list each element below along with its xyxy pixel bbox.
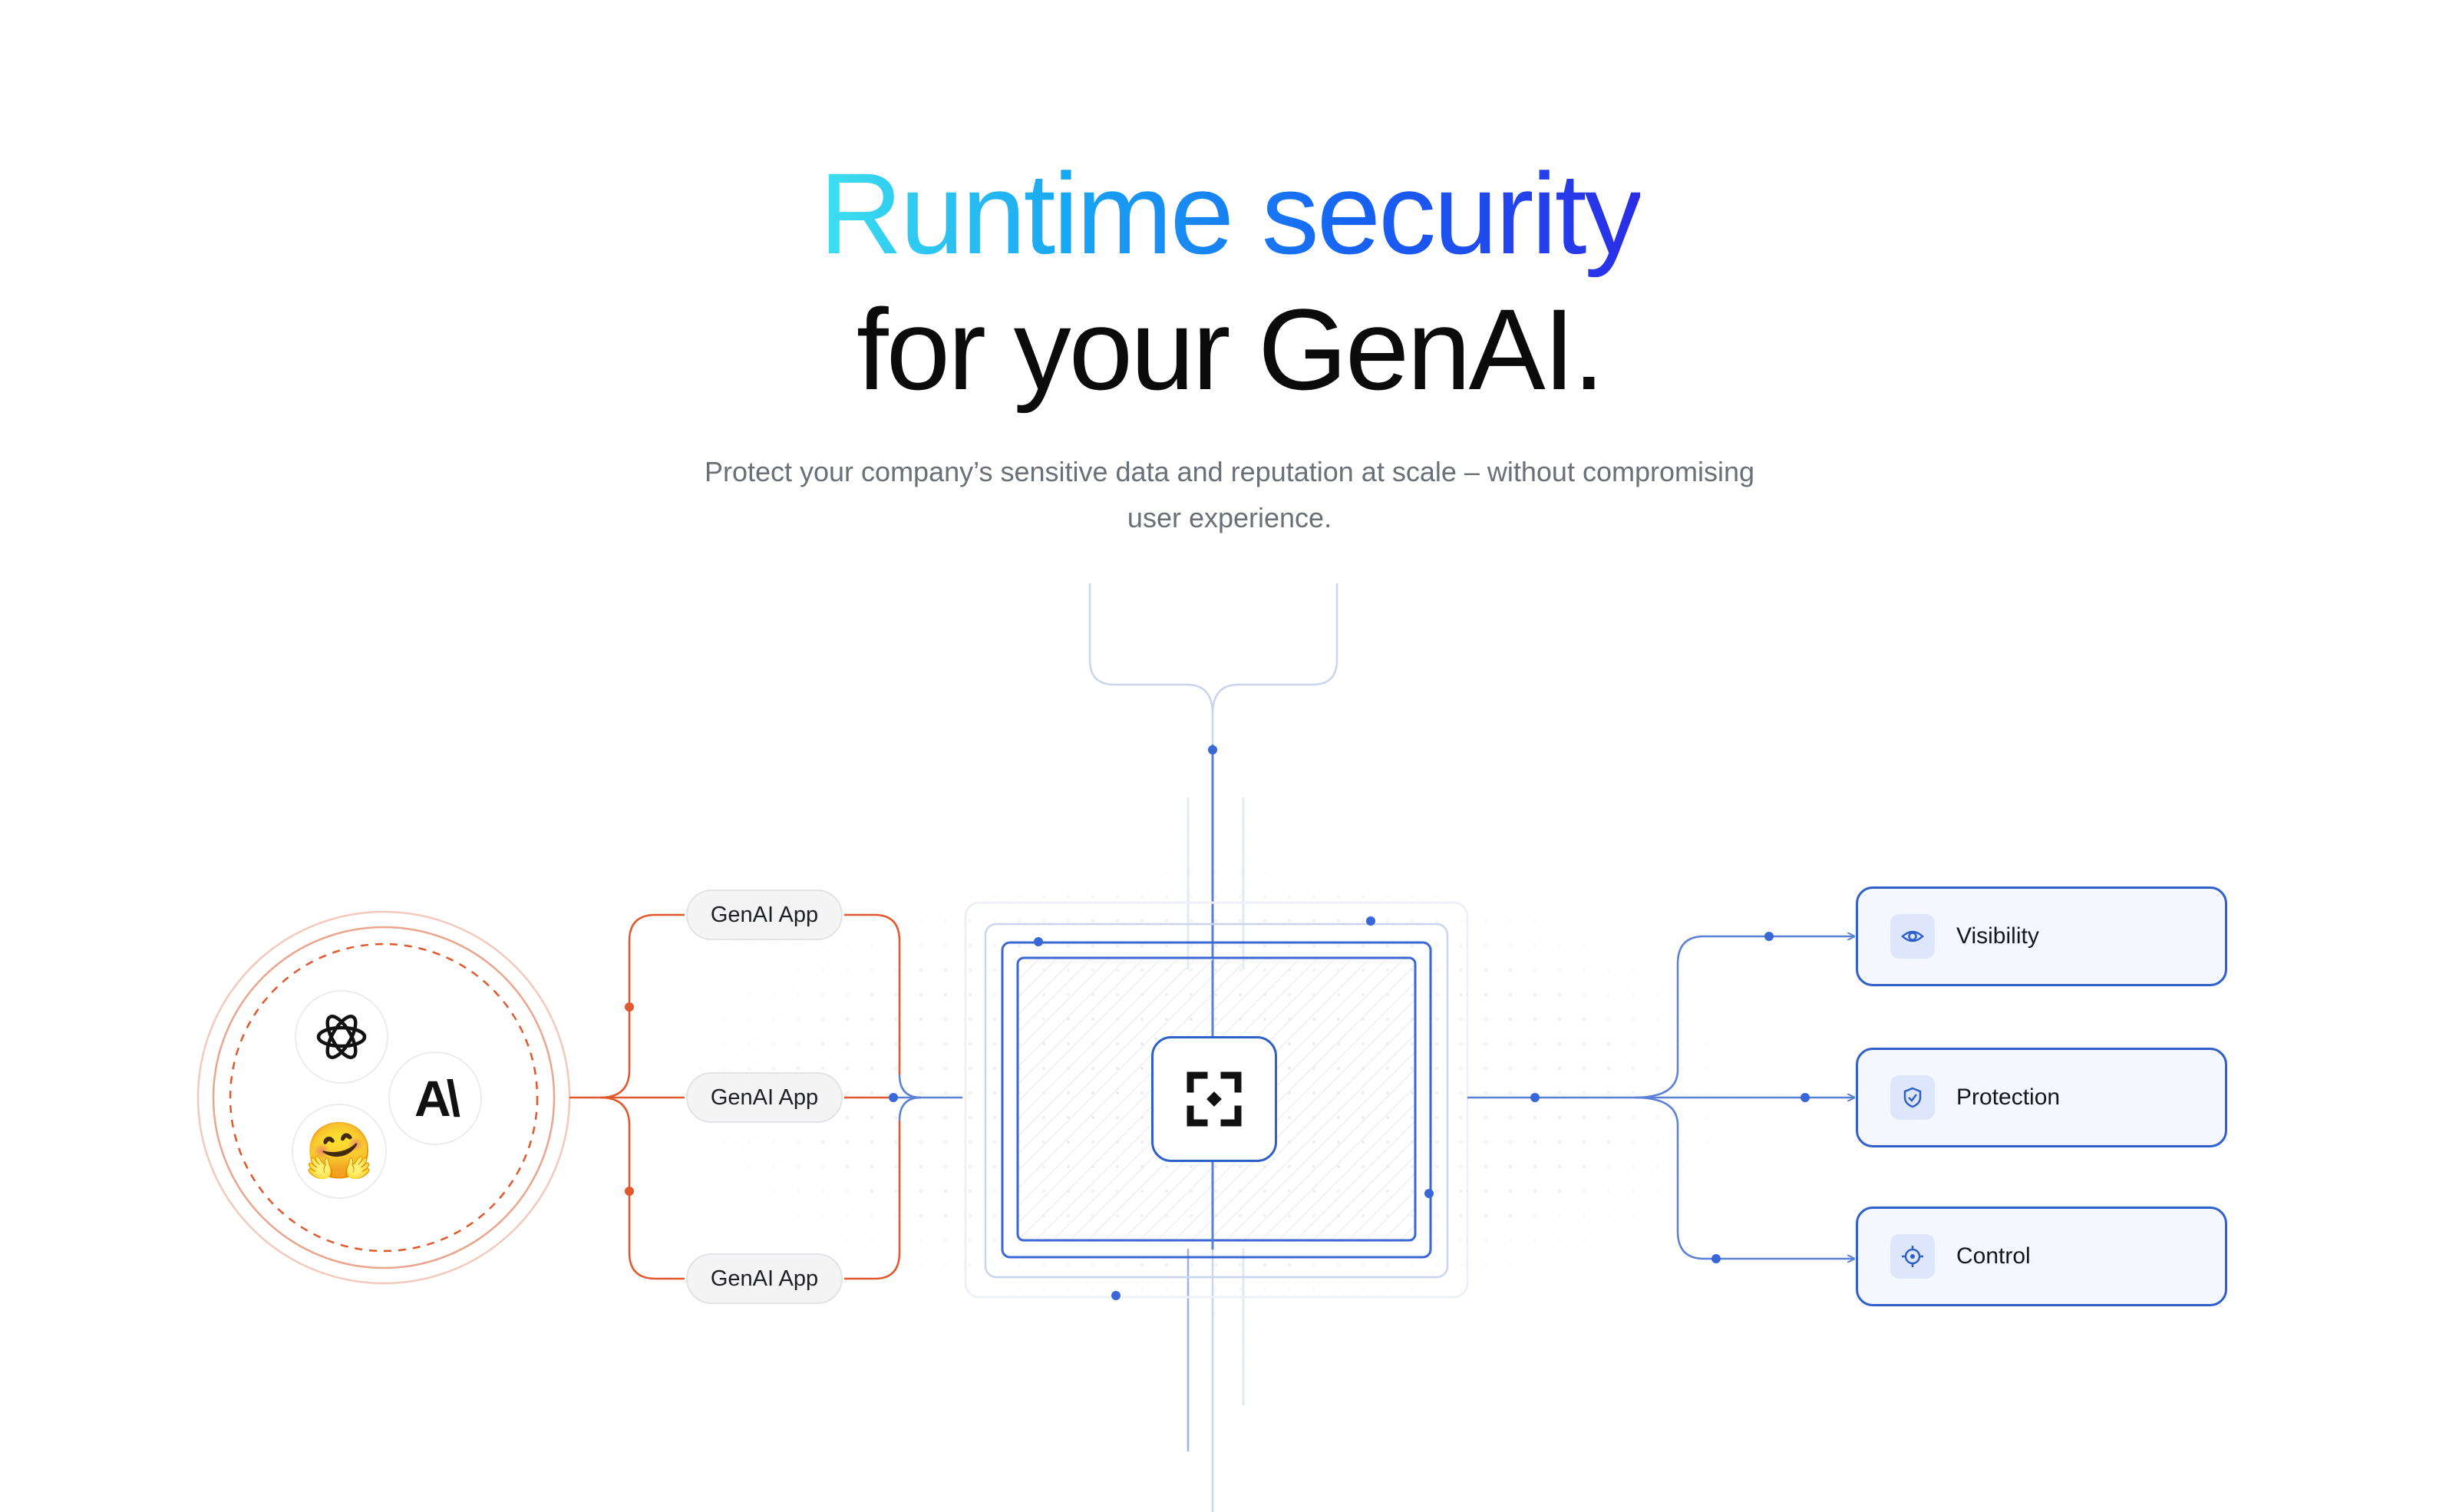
scan-icon [1187,1071,1242,1127]
huggingface-icon: 🤗 [305,1121,374,1182]
openai-logo [295,990,388,1084]
provider-ring [196,910,571,1285]
top-funnel-lines [1088,583,1338,744]
genai-app-node[interactable]: GenAI App [686,890,843,940]
openai-icon [316,1015,367,1059]
flow-dot [1711,1254,1721,1263]
shield-icon [1890,1075,1935,1120]
genai-app-node[interactable]: GenAI App [686,1072,843,1123]
genai-app-label: GenAI App [710,1084,819,1110]
core-vertical-rails [1187,797,1245,1512]
genai-app-label: GenAI App [710,1266,819,1291]
hero-title-line-2: for your GenAI. [856,285,1605,414]
flow-dot [889,1093,898,1102]
anthropic-icon: A\ [414,1070,460,1127]
outcome-card-control[interactable]: Control [1856,1207,2227,1306]
security-core-node [1151,1036,1277,1162]
hero-title-line-1: Runtime security [0,137,2459,290]
app-to-core-lines [890,1074,962,1121]
flow-dot [1424,1189,1434,1198]
flow-dot [1764,932,1774,941]
flow-dot [625,1002,634,1012]
flow-dot [1801,1093,1810,1102]
outcome-card-visibility[interactable]: Visibility [1856,886,2227,986]
outcome-label: Control [1956,1243,2031,1269]
huggingface-logo: 🤗 [292,1104,387,1199]
flow-dot [1530,1093,1540,1102]
hero-subtitle: Protect your company’s sensitive data an… [704,456,1755,533]
flow-dot [1034,937,1043,946]
genai-app-label: GenAI App [710,902,819,927]
flow-dot [1111,1291,1121,1300]
outcome-label: Protection [1956,1084,2061,1110]
genai-app-node[interactable]: GenAI App [686,1253,843,1304]
outcome-card-protection[interactable]: Protection [1856,1048,2227,1147]
hero-title-gradient-text: Runtime security [819,149,1642,278]
outcome-label: Visibility [1956,923,2039,949]
anthropic-logo: A\ [388,1051,482,1145]
crosshair-icon [1890,1234,1935,1279]
flow-dot [625,1187,634,1196]
eye-icon [1890,914,1935,959]
flow-dot [1366,916,1375,926]
flow-dot [1208,745,1217,754]
